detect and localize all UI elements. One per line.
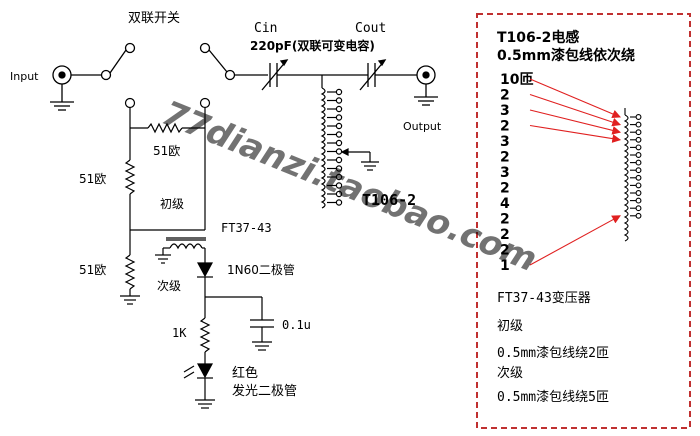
notes-inductor-tap [635,159,642,166]
notes-inductor-tap [635,190,642,196]
notes-inductor-tap [635,174,642,181]
cout-label: Cout [355,21,386,36]
bridge-contact-left [124,97,136,109]
notes-inductor-tap [635,121,642,128]
turn-count: 2 [500,243,510,259]
swr-bridge [120,97,274,409]
notes-inductor-tap [635,205,642,212]
led-label-2: 发光二极管 [232,383,297,399]
ft-label: FT37-43 [221,221,272,235]
turn-count: 2 [500,212,510,228]
notes-title-2: 0.5mm漆包线依次绕 [497,47,635,64]
notes-panel [476,13,691,429]
ft-primary-wind: 0.5mm漆包线绕2匝 [497,345,609,361]
notes-inductor-tap [635,129,642,136]
led-label-1: 红色 [232,365,258,381]
tap-arrow [529,124,622,143]
toroid-label: T106-2 [362,191,416,209]
inductor-tap [335,88,343,96]
inductor-tap [335,190,343,198]
inductor-tap [335,105,343,113]
main-signal-path [50,42,438,111]
switch-label: 双联开关 [128,11,180,26]
turn-count: 2 [500,150,510,166]
tap-arrow [529,93,622,127]
notes-inductor-tap [635,197,642,204]
notes-inductor-tap [635,167,642,174]
r-top-label: 51欧 [153,144,180,158]
bridge-contact-right [199,97,211,109]
ft-secondary: 次级 [497,365,523,381]
turn-count: 2 [500,181,510,197]
output-label: Output [403,120,442,133]
r-left-label: 51欧 [79,172,106,186]
switch-top-contact-1 [124,42,136,54]
inductor-tap [335,156,343,164]
primary-label: 初级 [160,197,184,211]
tap-arrows [529,78,622,266]
inductor-tap [335,97,343,104]
r-bottom-label: 51欧 [79,263,106,277]
inductor-tap [335,173,343,181]
tap-arrow [529,109,622,135]
t106-inductor-schematic [320,75,379,209]
inductor-tap [335,131,343,138]
ft-primary: 初级 [497,319,523,334]
inductor-tap [335,139,343,147]
inductor-tap [335,114,343,121]
inductor-tap [335,122,343,130]
cin-label: Cin [254,21,277,36]
turn-count: 10匝 [500,72,533,88]
turn-count: 4 [500,196,510,212]
switch-contact-left [100,69,112,81]
r-1k-label: 1K [172,326,187,340]
notes-inductor-tap [635,152,642,158]
cap-label: 0.1u [282,318,311,332]
diode-label: 1N60二极管 [227,262,295,277]
switch-top-contact-2 [199,42,211,54]
inductor-tap [335,199,343,206]
turn-count: 2 [500,88,510,104]
secondary-label: 次级 [157,279,181,293]
turn-count: 3 [500,134,510,150]
tap-arrow [529,215,621,266]
t106-inductor-notes-drawing [623,108,642,242]
turn-count: 3 [500,103,510,119]
cap-note: 220pF(双联可变电容) [250,38,375,53]
watermark: 77dianzi.taobao.com [157,93,543,280]
schematic-labels: 双联开关 Input Output Cin Cout 220pF(双联可变电容)… [10,11,442,399]
inductor-tap [335,148,343,155]
inductor-tap [335,165,343,172]
notes-inductor-tap [635,114,642,120]
turn-count: 2 [500,119,510,135]
input-label: Input [10,70,39,83]
ft-secondary-wind: 0.5mm漆包线绕5匝 [497,389,609,405]
turn-count: 2 [500,227,510,243]
notes-title-1: T106-2电感 [497,29,579,46]
inductor-tap [335,182,343,189]
tap-arrow [529,78,622,119]
notes-inductor-tap [635,136,642,143]
turn-count: 1 [500,258,510,274]
notes-inductor-tap [635,212,642,219]
notes-inductor-tap [635,144,642,151]
ft-title: FT37-43变压器 [497,290,591,306]
turn-count: 3 [500,165,510,181]
notes-inductor-tap [635,182,642,189]
